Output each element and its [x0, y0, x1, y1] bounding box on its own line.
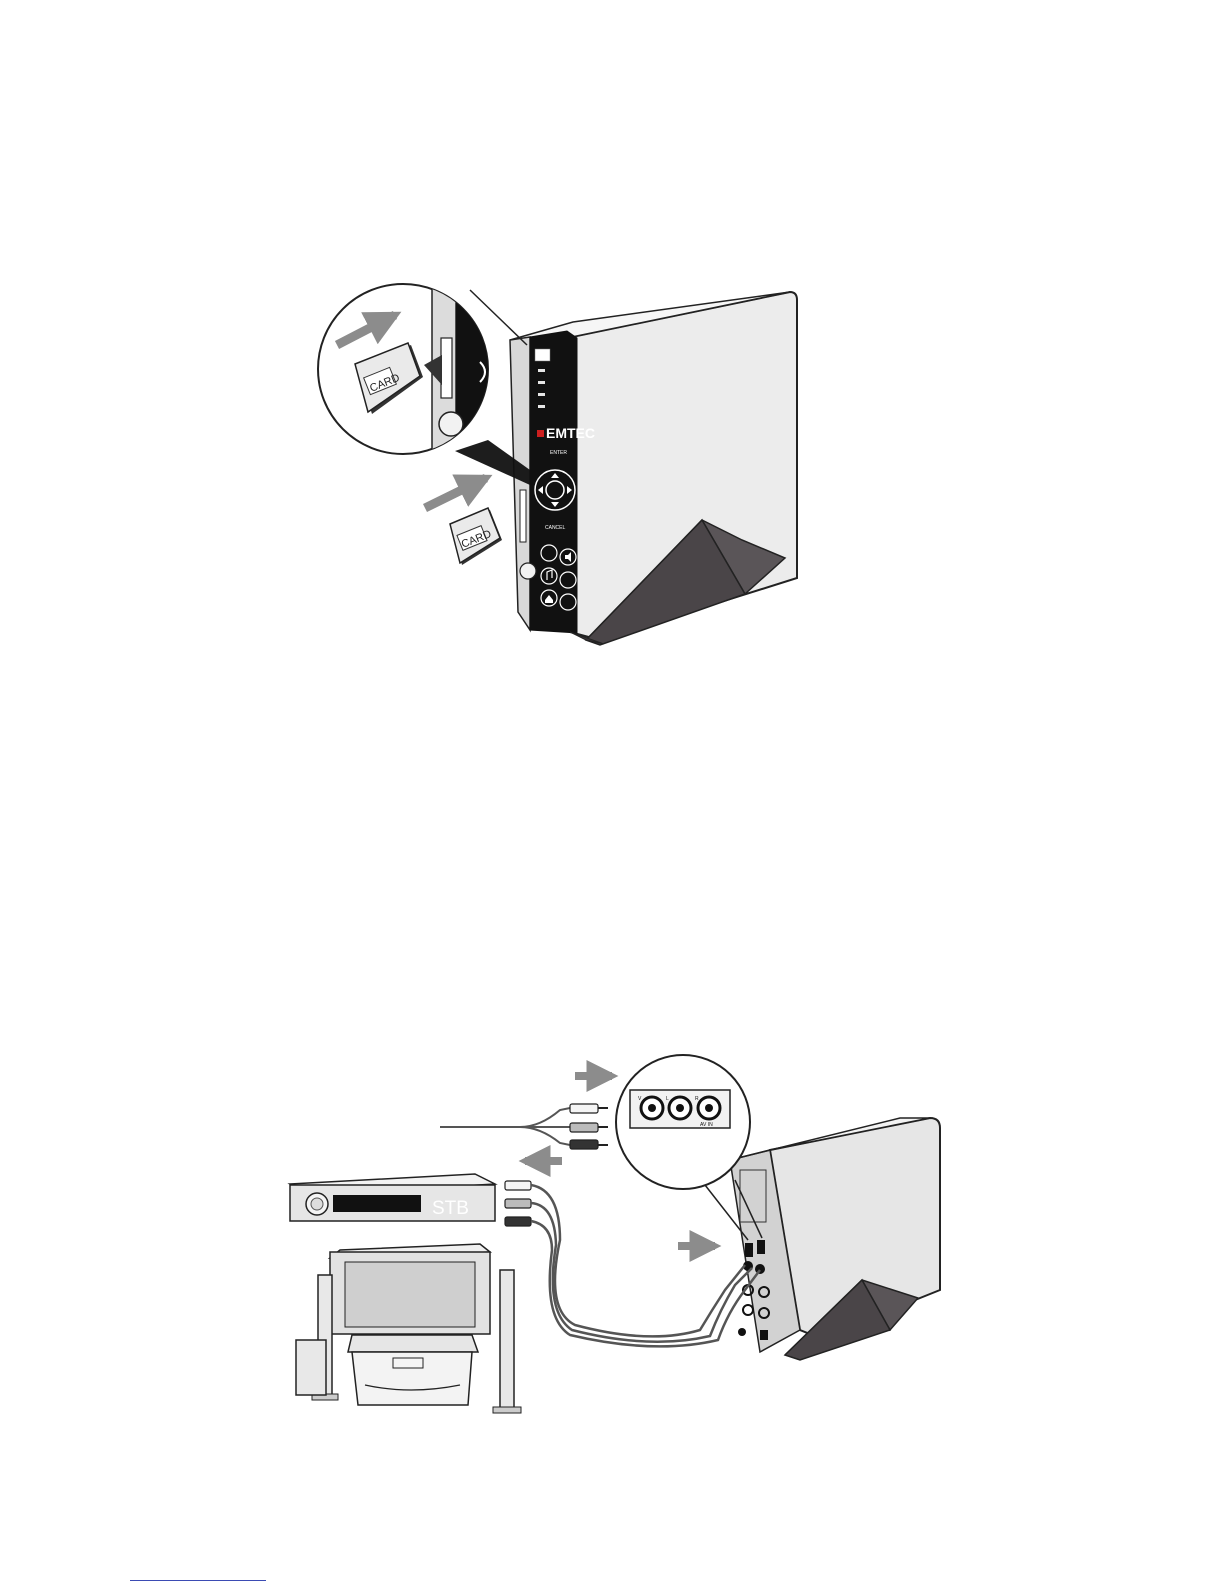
figure-av-connection: V L R AV IN: [290, 1055, 940, 1413]
footer-rule: [130, 1580, 266, 1581]
sd-card: CARD: [450, 508, 502, 565]
insert-arrow: [425, 478, 486, 508]
jack-label-l: L: [666, 1096, 669, 1102]
brand-logo: EMTEC: [546, 425, 595, 441]
zoom-magnifier: CARD: [318, 280, 530, 485]
av-in-label: AV IN: [700, 1122, 713, 1128]
jack-label-r: R: [695, 1096, 699, 1102]
enter-label: ENTER: [550, 450, 567, 456]
stb-label: STB: [432, 1198, 469, 1219]
tv-setup: [296, 1244, 521, 1413]
set-top-box: STB: [290, 1174, 495, 1221]
av-cable-input: [440, 1104, 608, 1149]
cancel-label: CANCEL: [545, 525, 566, 531]
figure-card-insertion: EMTEC ENTER CANCEL: [318, 280, 797, 645]
music-note-icon: [478, 431, 485, 442]
